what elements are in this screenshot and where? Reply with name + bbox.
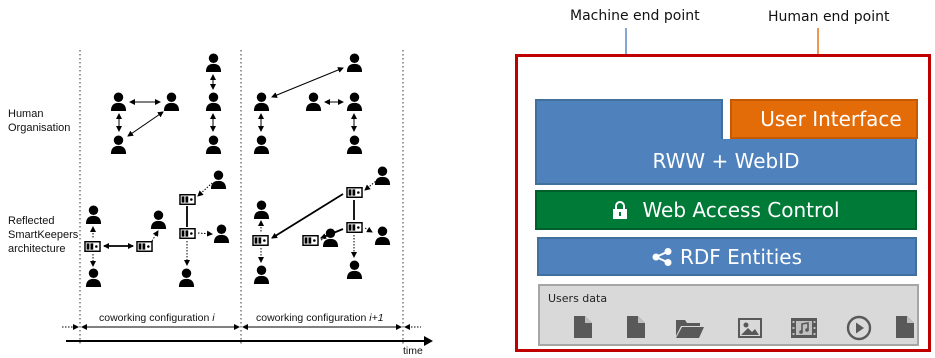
lock-icon <box>612 201 628 219</box>
config-i-label: coworking configuration i <box>99 312 215 324</box>
human-end-point-label: Human end point <box>768 9 890 25</box>
web-access-control-layer: Web Access Control <box>535 190 917 230</box>
rww-webid-layer-top <box>535 99 723 139</box>
music-file-icon <box>791 318 817 343</box>
image-icon <box>738 318 762 343</box>
config-i1-label: coworking configuration i+1 <box>256 312 384 324</box>
coworking-diagram <box>62 50 433 346</box>
rww-webid-layer: RWW + WebID <box>535 139 917 185</box>
file-icon <box>896 316 914 343</box>
web-access-control-label: Web Access Control <box>642 198 840 222</box>
architecture-stack: RWW + WebID User Interface Web Access Co… <box>515 54 931 352</box>
play-icon <box>846 315 872 346</box>
human-organisation-config-i1 <box>253 53 363 154</box>
rdf-entities-label: RDF Entities <box>680 244 802 269</box>
time-label: time <box>403 345 423 357</box>
time-axis-arrowhead <box>424 336 433 346</box>
share-icon <box>652 247 672 266</box>
human-organisation-config-i <box>110 53 222 154</box>
users-data-panel: Users data <box>538 284 919 346</box>
rww-webid-label: RWW + WebID <box>652 149 800 173</box>
folder-icon <box>676 318 704 343</box>
human-organisation-label: Human Organisation <box>8 108 71 134</box>
machine-end-point-label: Machine end point <box>570 8 700 24</box>
reflected-architecture-config-i <box>84 170 230 287</box>
user-interface-layer: User Interface <box>730 99 918 139</box>
reflected-architecture-label: Reflected SmartKeepers architecture <box>8 215 79 255</box>
users-data-label: Users data <box>548 292 608 305</box>
user-interface-label: User Interface <box>760 107 902 131</box>
file-icon <box>627 316 645 343</box>
reflected-architecture-config-i1 <box>252 166 391 284</box>
rdf-entities-layer: RDF Entities <box>537 237 917 276</box>
file-icon <box>574 316 592 343</box>
